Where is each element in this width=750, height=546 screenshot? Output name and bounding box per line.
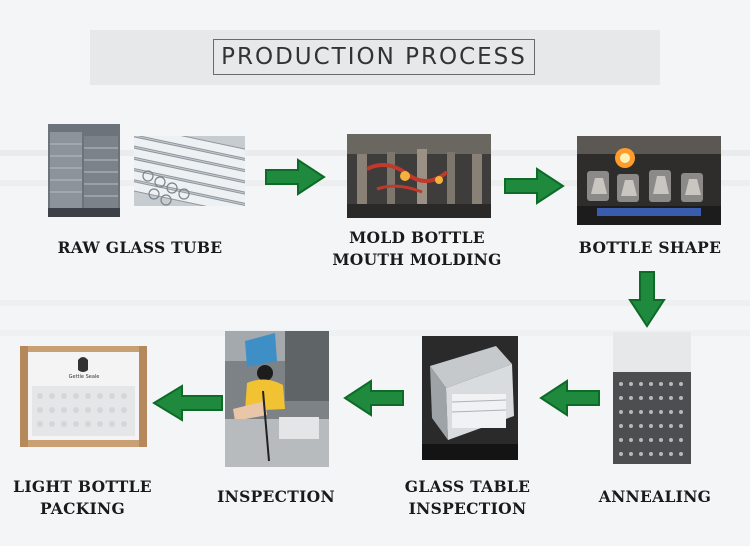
page-title: PRODUCTION PROCESS [213,39,535,75]
annealing-photo [613,332,691,464]
mold-bottle-mouth-molding-photo [347,134,491,218]
step-light-bottle-packing-label-line2: PACKING [39,499,126,518]
step-bottle-shape-label: BOTTLE SHAPE [578,238,722,257]
glass-table-inspection-photo [422,336,518,460]
step-light-bottle-packing-label-line1: LIGHT BOTTLE [13,477,152,496]
arrow-left-icon [152,384,223,422]
step-glass-table-label-line1: GLASS TABLE [404,477,531,496]
arrow-left-icon [343,379,404,417]
packing-box-brand: Gettle Seale [68,374,100,380]
bottle-shape-photo [577,136,721,225]
raw-glass-tube-stack-photo [48,124,120,217]
step-mold-bottle-label-line1: MOLD BOTTLE [349,228,485,247]
step-raw-glass-tube-label: RAW GLASS TUBE [57,238,223,257]
step-inspection-label: INSPECTION [217,487,335,506]
background-stripe [0,330,750,336]
raw-glass-tube-closeup-photo [134,136,245,206]
step-glass-table-label-line2: INSPECTION [408,499,527,518]
inspection-photo [225,331,329,467]
step-mold-bottle-label-line2: MOUTH MOLDING [332,250,502,269]
light-bottle-packing-photo: Gettle Seale [20,346,147,447]
step-annealing-label: ANNEALING [598,487,712,506]
arrow-right-icon [504,167,565,205]
arrow-right-icon [265,158,326,196]
background-stripe [0,300,750,306]
arrow-down-icon [628,271,666,328]
arrow-left-icon [539,379,600,417]
